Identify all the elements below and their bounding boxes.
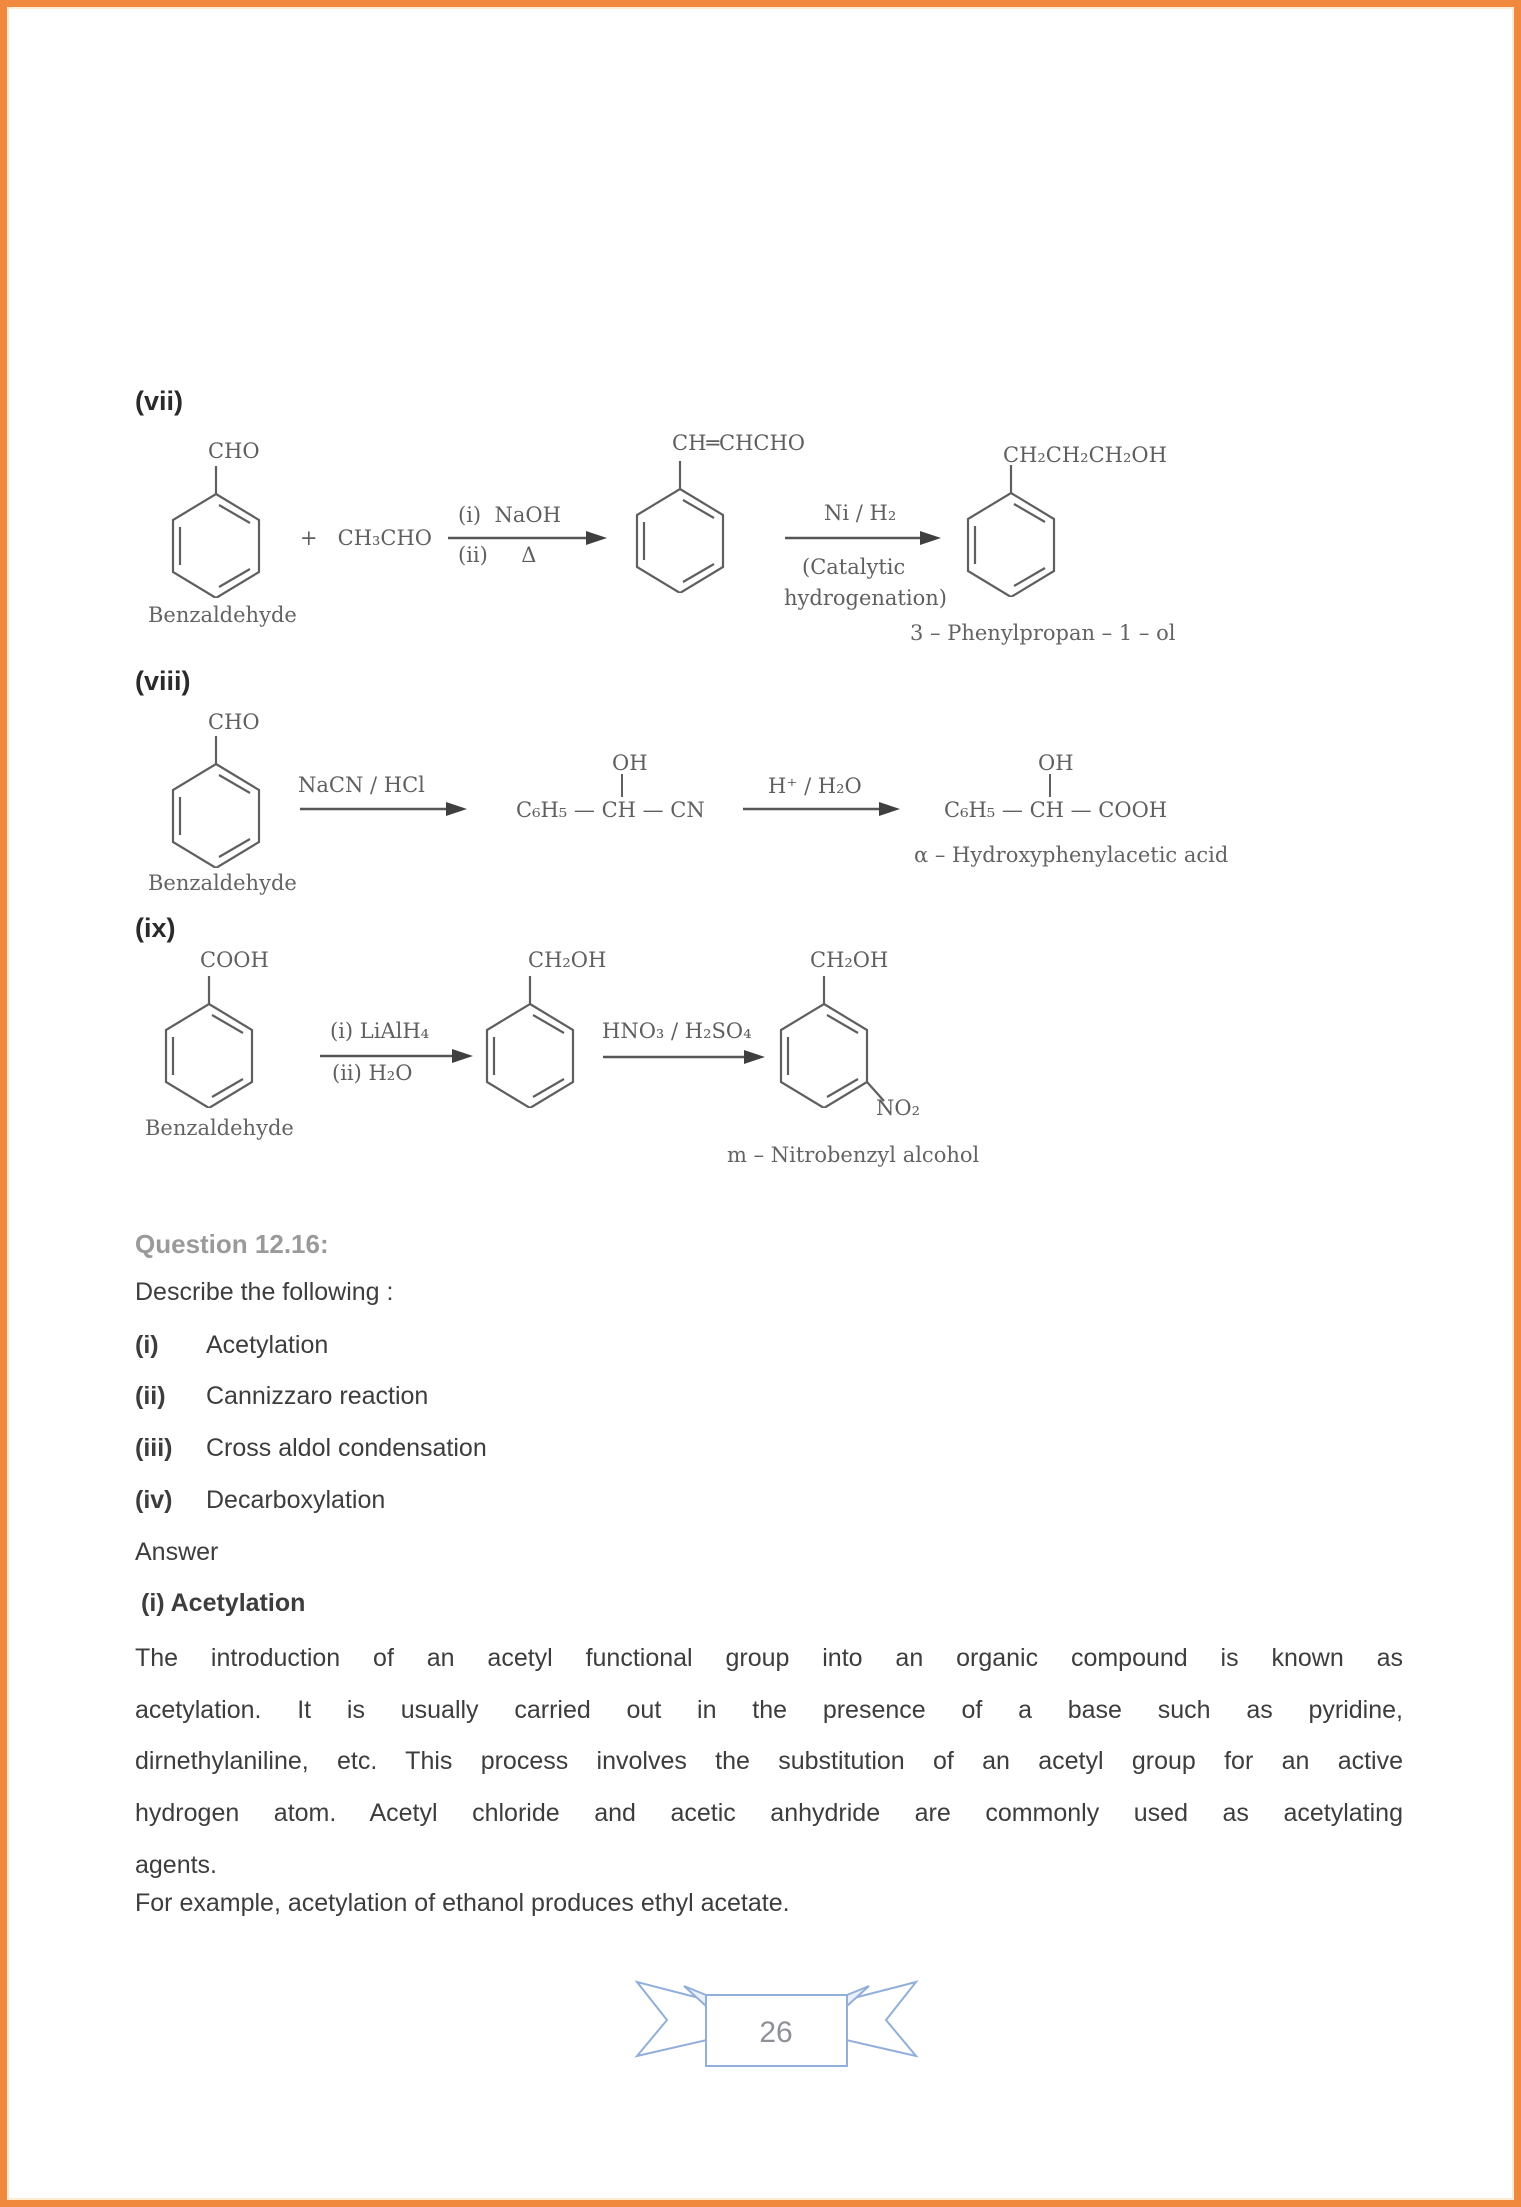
paragraph-line: The introduction of an acetyl functional… [135, 1644, 1403, 1672]
answer-label: Answer [135, 1538, 219, 1566]
question-item: (ii) Cannizzaro reaction [135, 1382, 835, 1411]
reactant-name-label: Benzaldehyde [148, 603, 297, 627]
cho-label: CHO [208, 710, 260, 734]
question-intro: Describe the following : [135, 1278, 394, 1306]
product-name-label: m – Nitrobenzyl alcohol [727, 1143, 980, 1167]
arrow-condition-bottom: hydrogenation) [784, 586, 947, 610]
question-item-number: (i) [135, 1331, 159, 1359]
page-number-ribbon: 26 [634, 1980, 919, 2067]
arrow-condition-bottom: (ii) H₂O [332, 1061, 413, 1085]
oh-label: OH [612, 751, 648, 775]
benzene-ring-icon [171, 466, 261, 598]
paragraph-line: acetylation. It is usually carried out i… [135, 1695, 1403, 1724]
page-number: 26 [759, 2016, 792, 2049]
question-item-label: Cross aldol condensation [206, 1434, 487, 1462]
question-item: (i) Acetylation [135, 1331, 835, 1360]
question-item-number: (iii) [135, 1434, 173, 1462]
reaction-arrow-icon [603, 1050, 765, 1064]
arrow-condition-top: H⁺ / H₂O [768, 774, 862, 798]
question-item: (iii) Cross aldol condensation [135, 1434, 835, 1463]
ch2oh-label: CH₂OH [528, 948, 607, 972]
arrow-condition-top: NaCN / HCl [298, 773, 425, 797]
arrow-condition-top: HNO₃ / H₂SO₄ [602, 1019, 752, 1043]
benzene-ring-icon [485, 976, 575, 1108]
answer-heading: (i) Acetylation [141, 1589, 306, 1617]
arrow-condition-bottom: (ii) Δ [458, 543, 537, 567]
cho-label: CHO [208, 439, 260, 463]
reactant-name-label: Benzaldehyde [148, 871, 297, 895]
paragraph-line: dirnethylaniline, etc. This process invo… [135, 1747, 1403, 1776]
arrow-condition-top: (i) NaOH [458, 503, 561, 527]
benzene-ring-icon [164, 976, 254, 1108]
reaction-arrow-icon [320, 1049, 473, 1063]
benzene-ring-icon [635, 461, 725, 593]
arrow-condition-top: Ni / H₂ [824, 501, 897, 525]
question-item-number: (ii) [135, 1382, 166, 1410]
oh-label: OH [1038, 751, 1074, 775]
benzene-ring-icon [966, 465, 1056, 597]
product-name-label: α – Hydroxyphenylacetic acid [914, 843, 1229, 867]
plus-reagent-label: + CH₃CHO [300, 526, 433, 550]
cooh-label: COOH [200, 948, 269, 972]
reaction-arrow-icon [785, 531, 941, 545]
question-item-label: Cannizzaro reaction [206, 1382, 429, 1410]
question-item: (iv) Decarboxylation [135, 1486, 835, 1515]
acid-formula: C₆H₅ — CH — COOH [944, 798, 1168, 822]
reaction-arrow-icon [448, 531, 607, 545]
question-item-label: Decarboxylation [206, 1486, 386, 1514]
reaction-arrow-icon [743, 802, 900, 816]
product-chain-label: CH₂CH₂CH₂OH [1003, 443, 1167, 467]
paragraph-line: hydrogen atom. Acetyl chloride and aceti… [135, 1799, 1403, 1828]
no2-label: NO₂ [876, 1096, 921, 1120]
alkene-product-label: CH═CHCHO [672, 431, 806, 455]
arrow-condition-bottom: (Catalytic [802, 555, 906, 579]
benzene-ring-icon [779, 976, 869, 1108]
product-name-label: 3 – Phenylpropan – 1 – ol [910, 621, 1176, 645]
bond-line [866, 1081, 885, 1102]
question-item-number: (iv) [135, 1486, 173, 1514]
ch2oh-label: CH₂OH [810, 948, 889, 972]
answer-example-line: For example, acetylation of ethanol prod… [135, 1889, 790, 1917]
bond-line [621, 774, 623, 797]
cyanohydrin-formula: C₆H₅ — CH — CN [516, 798, 705, 822]
answer-paragraph: The introduction of an acetyl functional… [135, 1633, 1403, 1891]
section-vii-label: (vii) [135, 386, 184, 416]
reactant-name-label: Benzaldehyde [145, 1116, 294, 1140]
arrow-condition-top: (i) LiAlH₄ [330, 1019, 430, 1043]
question-item-label: Acetylation [206, 1331, 329, 1359]
section-ix-label: (ix) [135, 913, 176, 943]
reaction-arrow-icon [300, 802, 467, 816]
paragraph-line: agents. [135, 1850, 218, 1879]
bond-line [1049, 774, 1051, 797]
benzene-ring-icon [171, 736, 261, 868]
section-viii-label: (viii) [135, 666, 191, 696]
question-heading: Question 12.16: [135, 1229, 329, 1259]
